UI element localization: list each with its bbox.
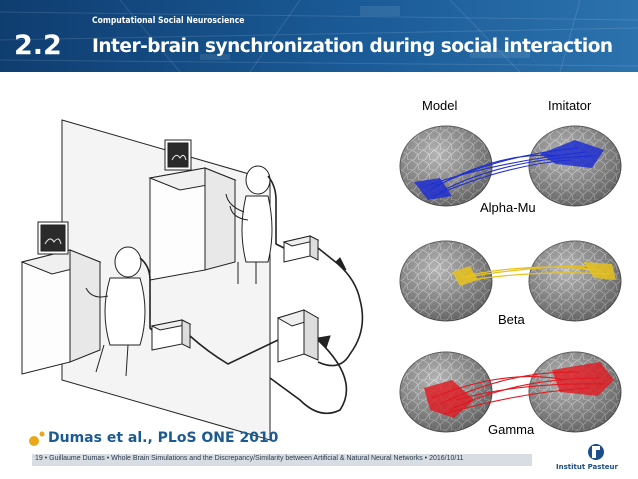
band-label-gamma: Gamma: [488, 422, 535, 437]
gamma-highlight: [424, 380, 474, 418]
band-label-alpha-mu: Alpha-Mu: [480, 200, 536, 215]
band-label-beta: Beta: [498, 312, 525, 327]
cable-arrow: [335, 257, 347, 271]
alpha-mu-connections: [425, 147, 597, 197]
far-person-body: [241, 195, 273, 263]
banner-pattern: [0, 0, 638, 72]
brain-row-alpha-mu: [399, 125, 622, 207]
near-person-head: [114, 246, 142, 278]
cable: [139, 257, 153, 331]
column-label-model: Model: [422, 98, 458, 113]
slide-subtitle: Computational Social Neuroscience: [92, 16, 245, 26]
experimental-setup-illustration: [20, 119, 364, 441]
far-person-head: [245, 165, 271, 195]
cable: [317, 247, 364, 367]
cable: [269, 339, 348, 415]
institut-pasteur-logo-icon: [588, 444, 604, 460]
gamma-highlight: [552, 362, 614, 396]
slide-title: Inter-brain synchronization during socia…: [92, 36, 613, 57]
brain-row-gamma: [399, 351, 622, 433]
cable: [267, 175, 285, 249]
gamma-connections: [431, 371, 607, 415]
logo-text: Institut Pasteur: [556, 463, 618, 471]
footer-text: 19 • Guillaume Dumas • Whole Brain Simul…: [35, 455, 464, 462]
header-banner: 2.2 Computational Social Neuroscience In…: [0, 0, 638, 72]
cable: [189, 335, 279, 365]
near-person-body: [104, 277, 146, 346]
cable-arrow: [317, 335, 331, 350]
brain-row-beta: [399, 240, 622, 322]
beta-highlight: [584, 262, 616, 280]
beta-connections: [461, 265, 611, 281]
citation-text: Dumas et al., PLoS ONE 2010: [48, 430, 279, 446]
section-number: 2.2: [14, 30, 62, 61]
citation-bullet-icon: [29, 431, 45, 446]
footer-bar: 19 • Guillaume Dumas • Whole Brain Simul…: [32, 454, 532, 466]
column-label-imitator: Imitator: [548, 98, 592, 113]
beta-highlight: [452, 266, 478, 286]
